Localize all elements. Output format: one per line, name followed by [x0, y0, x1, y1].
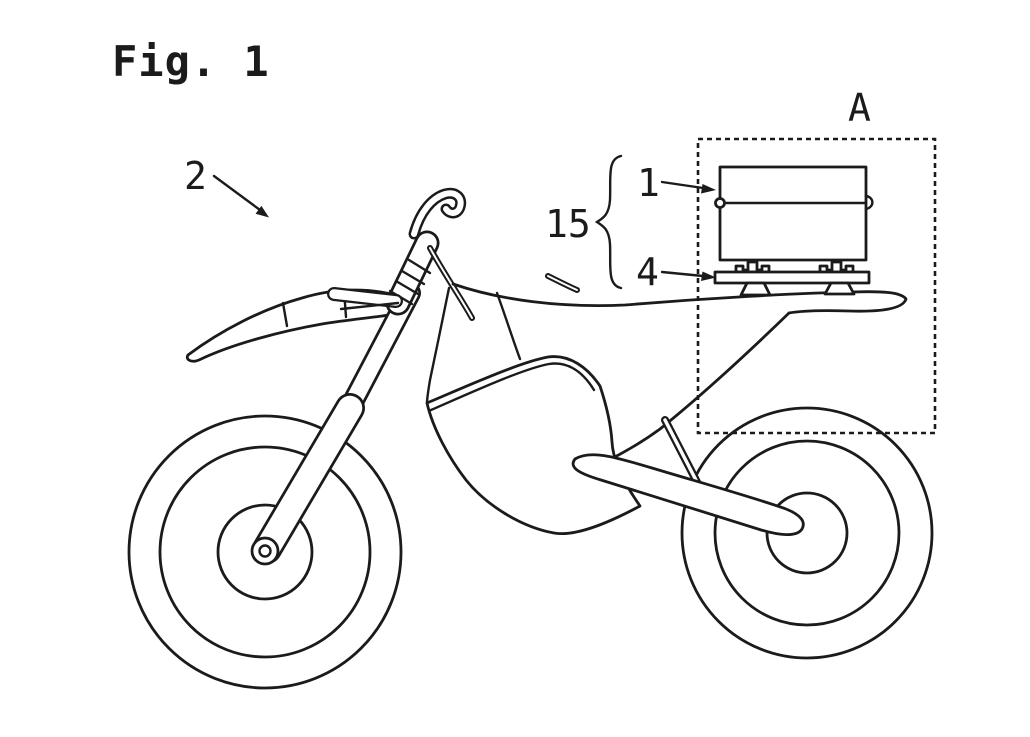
ref-label-motorcycle: 2 [184, 154, 207, 198]
clamp-stripe [400, 269, 426, 286]
ref-label-storage-assembly: 15 [545, 202, 591, 246]
leader-arrow-energy-storage [660, 180, 716, 194]
plate-foot-left [739, 281, 772, 297]
plate-foot-right [823, 281, 856, 296]
battery-latch [864, 194, 874, 211]
rear-suspension [571, 416, 805, 537]
leader-arrow-motorcycle [212, 174, 269, 218]
mount-bracket-left [734, 260, 771, 274]
handlebar [327, 187, 467, 311]
assembly-brace [594, 154, 623, 290]
mount-bracket-right [818, 260, 855, 274]
ref-label-carrier-plate: 4 [636, 250, 659, 294]
rear-wheel [680, 406, 934, 660]
rear-tire-outline [680, 406, 934, 660]
ref-label-detail-view: A [848, 86, 871, 130]
front-fork [250, 282, 421, 566]
steering-stem [385, 230, 440, 316]
clamp-stripe [407, 258, 432, 275]
figure-title: Fig. 1 [112, 37, 270, 86]
swingarm [571, 453, 805, 537]
control-cable [427, 245, 580, 321]
leader-arrow-carrier-plate [660, 270, 716, 281]
body-panel [425, 286, 642, 536]
detail-box [696, 137, 937, 435]
tail-underside [582, 311, 791, 469]
ref-label-energy-storage: 1 [637, 161, 660, 205]
battery-terminal [714, 197, 726, 209]
front-rim-outline [158, 445, 372, 659]
panel-seam [429, 362, 596, 412]
storage-assembly [713, 165, 874, 297]
shroud-front-edge [425, 286, 451, 405]
shroud-seam [495, 291, 522, 361]
battery-unit [718, 165, 868, 262]
front-hub-outline [216, 503, 314, 601]
front-axle [250, 536, 280, 566]
carrier-plate [713, 270, 871, 285]
rear-rim-outline [713, 439, 901, 627]
front-tire-outline [127, 414, 403, 690]
front-wheel [127, 414, 403, 690]
clamp-stripe [394, 279, 420, 296]
brake-lever [339, 301, 400, 311]
